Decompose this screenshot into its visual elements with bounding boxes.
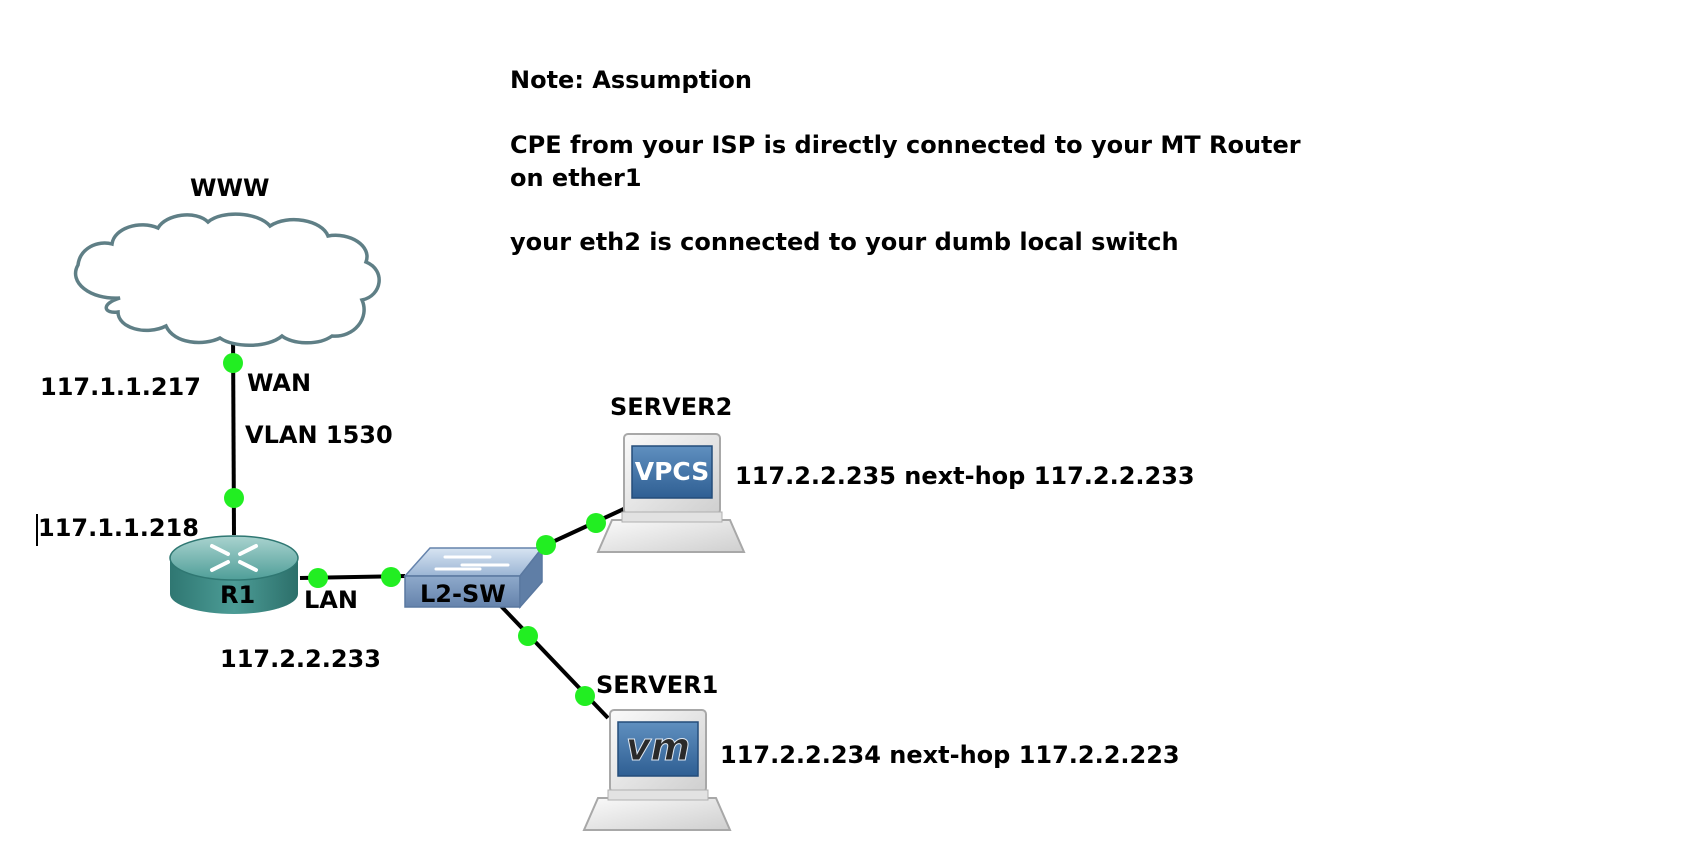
switch-label: L2-SW: [420, 580, 506, 608]
server2-address-label: 117.2.2.235 next-hop 117.2.2.233: [735, 462, 1195, 490]
router-icon[interactable]: [169, 535, 299, 614]
router-label: R1: [220, 581, 256, 609]
server1-pc-icon[interactable]: [582, 709, 732, 831]
port-dot-cloud[interactable]: [223, 353, 243, 373]
vlan-label: VLAN 1530: [245, 421, 393, 449]
server1-label: SERVER1: [596, 671, 719, 699]
switch-arrows-icon: [434, 555, 510, 571]
wan-ip-label: 117.1.1.217: [40, 373, 201, 401]
lan-ip-label: 117.2.2.233: [220, 645, 381, 673]
server1-screen-text: vm: [625, 725, 691, 769]
lan-label: LAN: [304, 586, 358, 614]
note-line-2: on ether1: [510, 164, 642, 192]
port-dot-router-wan[interactable]: [224, 488, 244, 508]
server2-label: SERVER2: [610, 393, 733, 421]
note-title: Note: Assumption: [510, 66, 752, 94]
port-dot-server1[interactable]: [575, 686, 595, 706]
port-dot-switch-server2[interactable]: [536, 535, 556, 555]
router-wan-ip-label: 117.1.1.218: [38, 514, 199, 542]
port-dot-router-lan[interactable]: [308, 568, 328, 588]
port-dot-switch-router[interactable]: [381, 567, 401, 587]
cloud-icon[interactable]: [74, 212, 381, 347]
server2-screen-text: VPCS: [634, 457, 710, 486]
server2-pc-icon[interactable]: [596, 433, 746, 553]
text-cursor: [36, 514, 38, 546]
wan-label: WAN: [247, 369, 312, 397]
router-arrows-icon: [210, 544, 258, 572]
port-dots: [223, 353, 606, 706]
port-dot-server2[interactable]: [586, 513, 606, 533]
note-line-1: CPE from your ISP is directly connected …: [510, 131, 1301, 159]
port-dot-switch-server1[interactable]: [518, 626, 538, 646]
switch-icon[interactable]: [403, 545, 544, 609]
cloud-label: WWW: [190, 174, 270, 202]
server1-address-label: 117.2.2.234 next-hop 117.2.2.223: [720, 741, 1180, 769]
note-line-3: your eth2 is connected to your dumb loca…: [510, 228, 1179, 256]
